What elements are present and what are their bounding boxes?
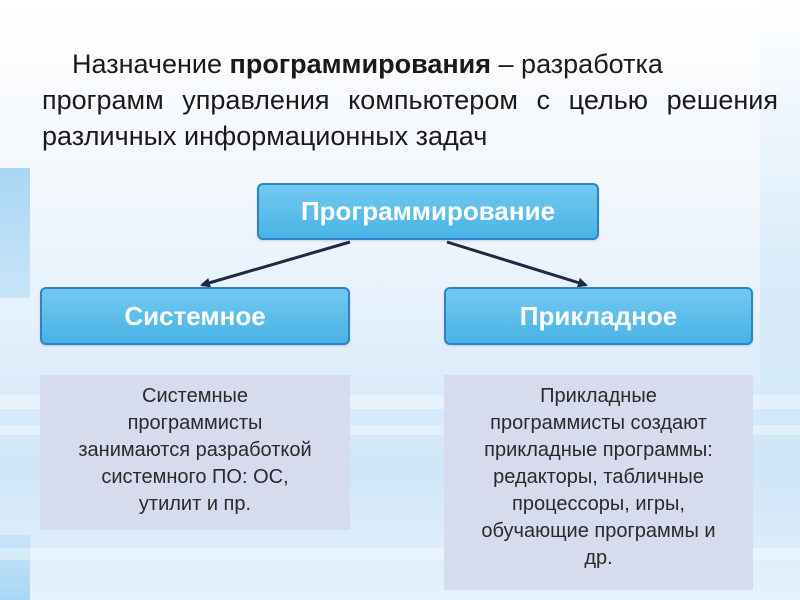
branch-node-system: Системное [40, 287, 350, 345]
root-node-label: Программирование [300, 196, 556, 226]
description-line: прикладные программы: [484, 439, 713, 461]
system-description-box: Системные программисты занимаются разраб… [40, 375, 350, 530]
heading-prefix: Назначение [72, 49, 230, 79]
description-line: программисты [127, 412, 263, 434]
description-line: др. [584, 547, 613, 569]
description-line: редакторы, табличные [493, 466, 704, 488]
slide-heading: Назначение программирования – разработка… [42, 46, 778, 154]
heading-line-1: Назначение программирования – разработка [42, 46, 778, 82]
arrow-to-system [200, 240, 351, 288]
heading-line-3: решения различных информационных задач [42, 85, 778, 151]
description-line: процессоры, игры, [512, 493, 685, 515]
heading-line-2: программ управления компьютером с целью [42, 85, 649, 115]
background-accent-left-bottom [0, 535, 30, 600]
heading-suffix: – разработка [491, 49, 663, 79]
background-accent-left [0, 168, 30, 298]
root-node-programming: Программирование [257, 183, 599, 240]
applied-description-box: Прикладные программисты создают прикладн… [444, 375, 753, 590]
description-line: занимаются разработкой [78, 439, 312, 461]
arrow-to-applied [446, 240, 588, 288]
description-line: системного ПО: ОС, [101, 466, 289, 488]
description-line: Прикладные [540, 385, 657, 407]
background-stripe [0, 425, 800, 435]
description-line: утилит и пр. [138, 493, 252, 515]
branch-node-system-label: Системное [124, 300, 266, 331]
background-accent-right [760, 0, 800, 600]
heading-bold-term: программирования [229, 49, 492, 79]
description-line: обучающие программы и [481, 520, 716, 542]
branch-node-applied: Прикладное [444, 287, 753, 345]
branch-node-applied-label: Прикладное [519, 300, 678, 331]
description-line: Системные [142, 385, 248, 407]
description-line: программисты создают [490, 412, 707, 434]
